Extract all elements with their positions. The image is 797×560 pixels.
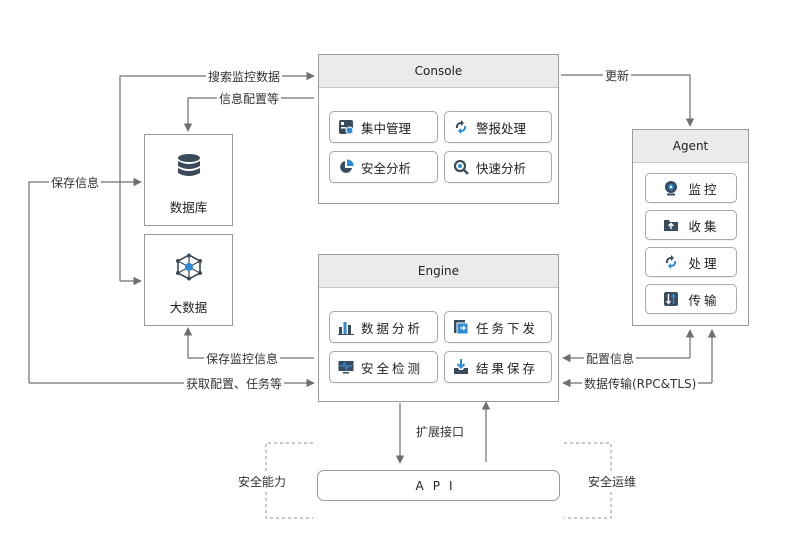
engine-button-label: 结果保存 — [476, 360, 539, 376]
agent-button-label: 处理 — [688, 255, 720, 271]
edge-label-search-monitor-data: 搜索监控数据 — [206, 68, 283, 85]
edge-label-data-transfer: 数据传输(RPC&TLS) — [582, 375, 699, 392]
monitor-wave-icon — [337, 358, 355, 376]
agent-title: Agent — [633, 130, 748, 163]
edge-label-security-capability: 安全能力 — [236, 473, 289, 490]
agent-button-label: 收集 — [688, 218, 720, 234]
console-button-label: 安全分析 — [361, 160, 412, 176]
edge-label-update: 更新 — [603, 67, 632, 84]
edge-label-security-ops: 安全运维 — [586, 473, 639, 490]
agent-panel: Agent 监控 收集 处理 传输 — [632, 129, 749, 326]
folder-upload-icon — [662, 216, 680, 234]
console-title: Console — [319, 55, 558, 88]
api-bar[interactable]: API — [317, 470, 560, 501]
agent-button-label: 传输 — [688, 292, 720, 308]
console-quick-analysis-button[interactable]: 快速分析 — [444, 151, 552, 183]
bigdata-box: 大数据 — [144, 234, 233, 326]
edge-label-extension-interface: 扩展接口 — [414, 423, 467, 440]
database-label: 数据库 — [169, 200, 208, 215]
edge-label-get-config-tasks: 获取配置、任务等 — [184, 375, 285, 392]
agent-transfer-button[interactable]: 传输 — [645, 284, 737, 314]
engine-button-label: 数据分析 — [361, 320, 424, 336]
pie-chart-icon — [337, 158, 355, 176]
transfer-icon — [662, 290, 680, 308]
agent-monitor-button[interactable]: 监控 — [645, 173, 737, 203]
console-button-label: 警报处理 — [476, 120, 527, 136]
alert-handling-icon — [452, 118, 470, 136]
agent-collect-button[interactable]: 收集 — [645, 210, 737, 240]
console-centralized-management-button[interactable]: 集中管理 — [329, 111, 438, 143]
agent-button-label: 监控 — [688, 181, 720, 197]
edge-label-config-info: 配置信息 — [584, 350, 637, 367]
management-icon — [337, 118, 355, 136]
bar-chart-icon — [337, 318, 355, 336]
download-tray-icon — [452, 358, 470, 376]
engine-result-save-button[interactable]: 结果保存 — [444, 351, 552, 383]
console-alert-handling-button[interactable]: 警报处理 — [444, 111, 552, 143]
engine-panel: Engine 数据分析 任务下发 安全检测 结果保存 — [318, 254, 559, 402]
engine-title: Engine — [319, 255, 558, 288]
engine-data-analysis-button[interactable]: 数据分析 — [329, 311, 438, 343]
database-icon — [176, 153, 202, 185]
console-security-analysis-button[interactable]: 安全分析 — [329, 151, 438, 183]
console-panel: Console 集中管理 警报处理 安全分析 快速分析 — [318, 54, 559, 204]
edge-label-info-config: 信息配置等 — [217, 90, 282, 107]
task-dispatch-icon — [452, 318, 470, 336]
edge-label-save-info: 保存信息 — [49, 174, 102, 191]
console-button-label: 快速分析 — [476, 160, 527, 176]
process-arrows-icon — [662, 253, 680, 271]
edge-label-save-monitor-info: 保存监控信息 — [204, 350, 281, 367]
engine-button-label: 任务下发 — [476, 320, 539, 336]
bigdata-label: 大数据 — [169, 300, 208, 315]
network-node-icon — [175, 253, 203, 285]
engine-button-label: 安全检测 — [361, 360, 424, 376]
console-button-label: 集中管理 — [361, 120, 412, 136]
camera-icon — [662, 179, 680, 197]
magnifier-icon — [452, 158, 470, 176]
agent-process-button[interactable]: 处理 — [645, 247, 737, 277]
engine-task-dispatch-button[interactable]: 任务下发 — [444, 311, 552, 343]
engine-security-detection-button[interactable]: 安全检测 — [329, 351, 438, 383]
database-box: 数据库 — [144, 134, 233, 226]
